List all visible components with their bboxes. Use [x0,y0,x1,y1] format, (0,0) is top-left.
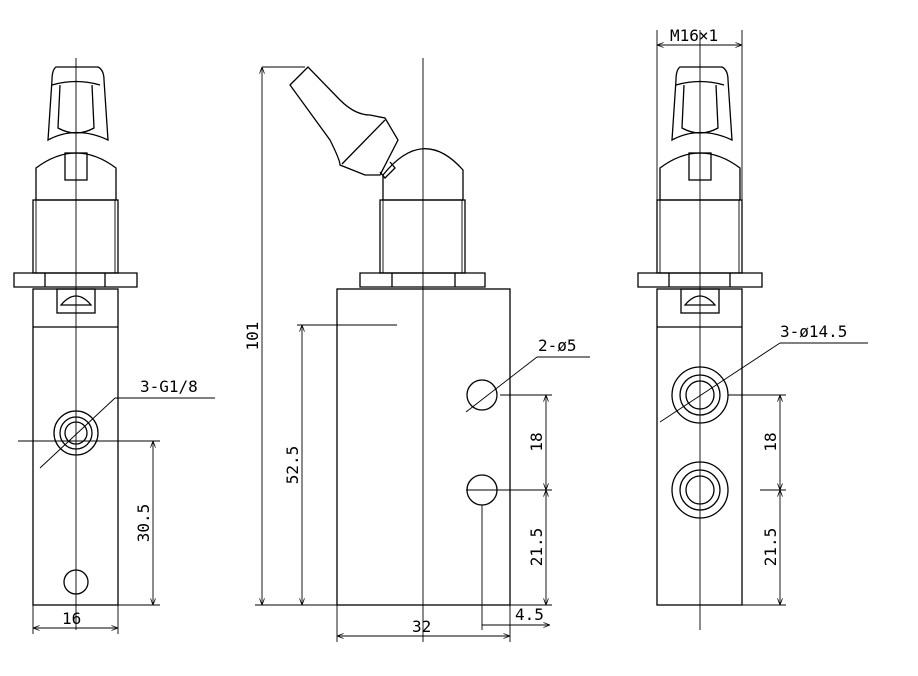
thread [656,199,743,274]
lever-pin [379,161,396,179]
dim-hole-offset: 4.5 [515,605,544,624]
dim-width: 32 [412,617,431,636]
dome [382,148,464,201]
middle-view: 2-ø5 101 52.5 18 21.5 32 4.5 [243,58,590,642]
hole-label: 2-ø5 [538,336,577,355]
valve-body [656,288,743,606]
valve-body [336,288,511,606]
port-label: 3-G1/8 [140,377,198,396]
dim-body-height: 52.5 [283,446,302,485]
dim-port-bottom: 21.5 [761,528,780,567]
screw-icon [683,295,717,306]
dim-height: 30.5 [134,504,153,543]
thread [379,199,466,274]
lever [289,66,399,176]
dim-width: 16 [62,609,81,628]
hole-1 [466,379,498,411]
dim-total-height: 101 [243,322,262,351]
port-label: 3-ø14.5 [780,322,847,341]
left-view: 3-G1/8 30.5 16 [13,58,215,634]
dim-hole-spacing: 18 [527,432,546,451]
toggle-knob [671,66,733,142]
hex-nut [359,272,486,288]
port-2 [671,461,729,519]
dim-port-spacing: 18 [761,432,780,451]
right-view: M16×1 3-ø14.5 18 21.5 [637,26,868,630]
toggle-knob [47,66,109,142]
thread [32,199,119,274]
hex-nut [13,272,138,288]
valve-body [32,288,119,606]
thread-label: M16×1 [670,26,718,45]
dim-hole-bottom: 21.5 [527,528,546,567]
